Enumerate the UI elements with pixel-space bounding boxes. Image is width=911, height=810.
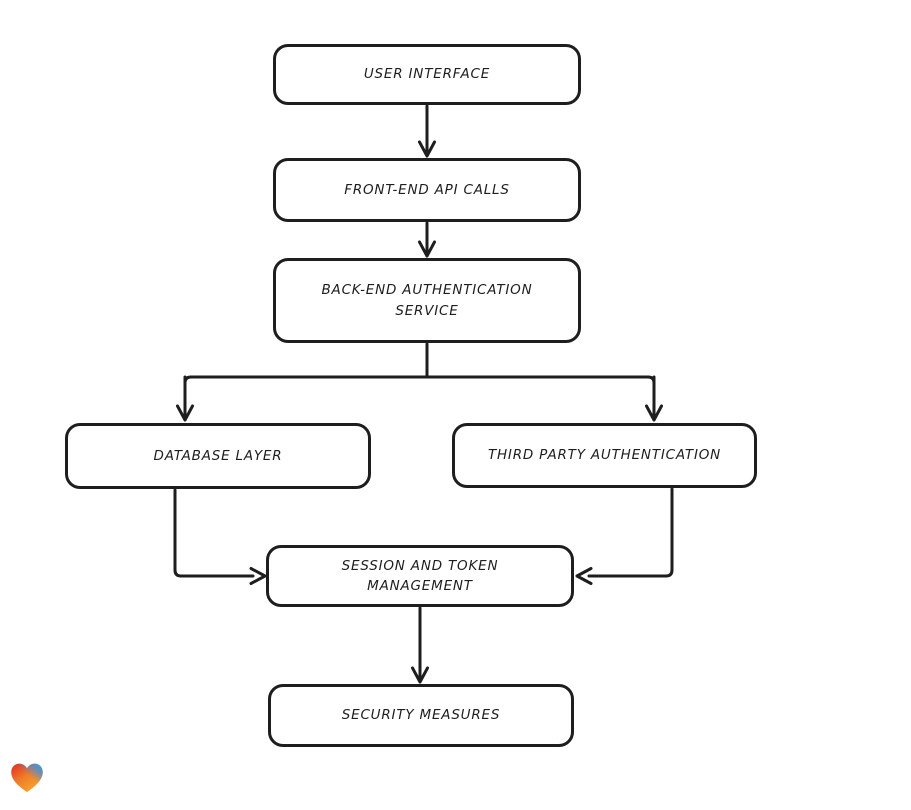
node-session-and-token-management-label: SESSION AND TOKEN MANAGEMENT	[341, 557, 499, 594]
node-database-layer-label: DATABASE LAYER	[153, 447, 283, 464]
edge-thirdparty-to-session	[575, 487, 674, 585]
edge-backend-branch	[176, 342, 663, 422]
node-front-end-api-calls: FRONT-END API CALLS	[273, 158, 581, 222]
heart-logo-icon[interactable]	[9, 761, 45, 795]
node-security-measures: SECURITY MEASURES	[268, 684, 574, 747]
node-database-layer: DATABASE LAYER	[65, 423, 371, 489]
node-user-interface: USER INTERFACE	[273, 44, 581, 105]
node-front-end-api-calls-label: FRONT-END API CALLS	[344, 181, 510, 198]
node-user-interface-label: USER INTERFACE	[363, 66, 491, 83]
node-third-party-authentication-label: THIRD PARTY AUTHENTICATION	[487, 447, 722, 464]
node-security-measures-label: SECURITY MEASURES	[341, 707, 501, 724]
edge-user-interface-to-frontend	[418, 104, 436, 158]
node-third-party-authentication: THIRD PARTY AUTHENTICATION	[452, 423, 757, 488]
node-back-end-authentication-service-label: BACK-END AUTHENTICATION SERVICE	[321, 282, 533, 319]
node-session-and-token-management: SESSION AND TOKEN MANAGEMENT	[266, 545, 574, 607]
edge-frontend-to-backend	[418, 221, 436, 258]
node-back-end-authentication-service: BACK-END AUTHENTICATION SERVICE	[273, 258, 581, 343]
edge-session-to-security	[411, 606, 429, 684]
edge-database-to-session	[173, 488, 267, 585]
